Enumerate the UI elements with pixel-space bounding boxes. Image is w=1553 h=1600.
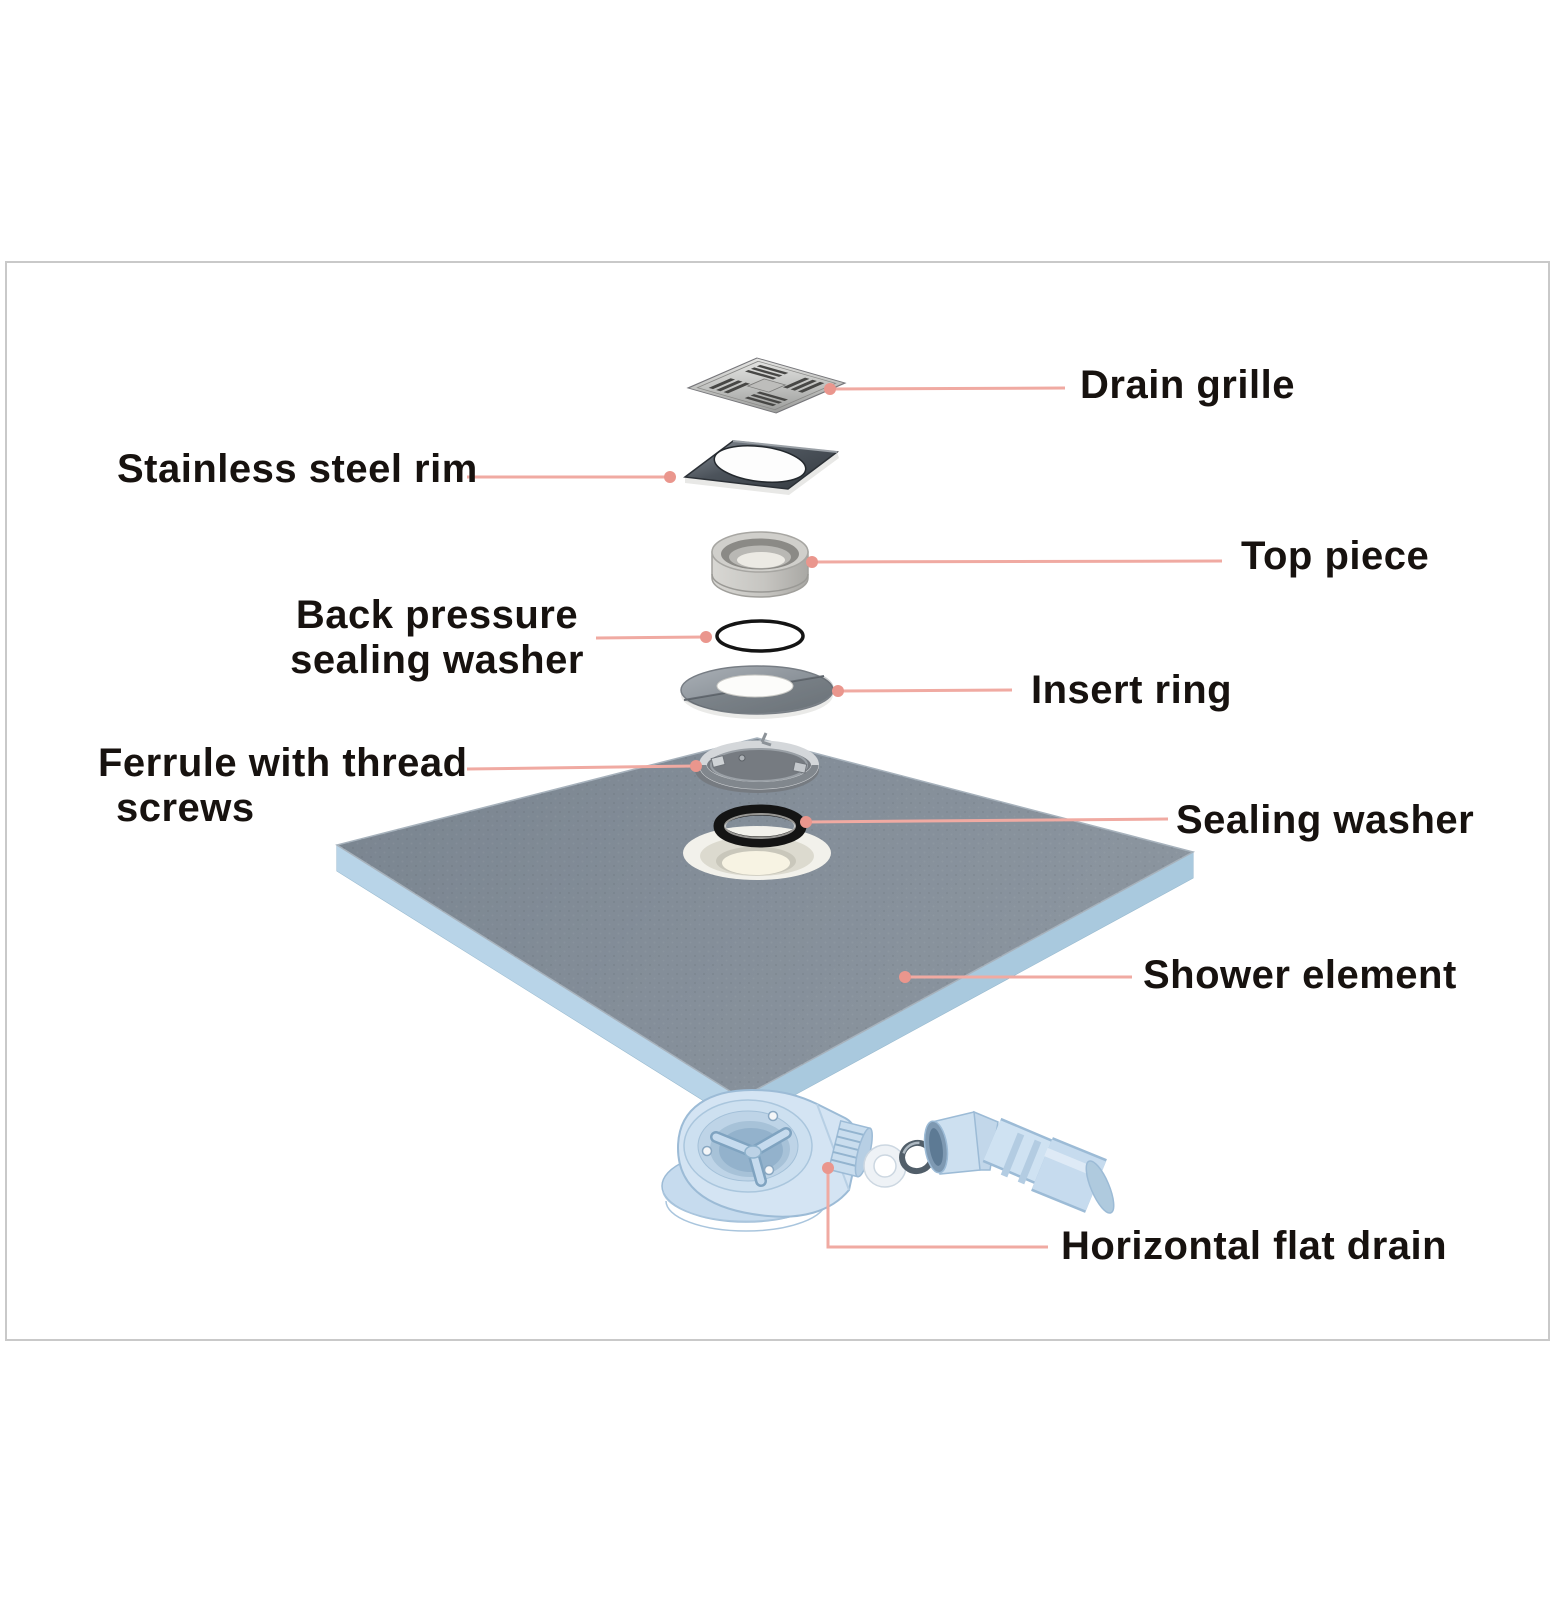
back-pressure-sealing-washer-part xyxy=(715,619,805,653)
leader-top-piece xyxy=(811,559,1223,564)
top-piece-part xyxy=(711,531,809,598)
shower-element-part xyxy=(335,737,1196,1125)
shower-element-label-text: Shower element xyxy=(1143,953,1457,997)
sealing-washer-label-text: Sealing washer xyxy=(1176,798,1475,842)
back-pressure-sealing-washer-label: Back pressure sealing washer xyxy=(287,593,587,683)
drain-grille-label-text: Drain grille xyxy=(1080,363,1295,407)
sealing-washer-part xyxy=(713,804,807,848)
shower-element-label: Shower element xyxy=(1143,953,1457,998)
stainless-steel-rim-part xyxy=(683,440,839,495)
stainless-steel-rim-label: Stainless steel rim xyxy=(117,447,478,492)
horizontal-flat-drain-label: Horizontal flat drain xyxy=(1061,1224,1447,1269)
back-pressure-label-line1: Back pressure xyxy=(295,593,579,637)
horizontal-flat-drain-label-text: Horizontal flat drain xyxy=(1061,1224,1448,1268)
top-piece-label-text: Top piece xyxy=(1241,534,1430,578)
leader-horizontal-flat-drain xyxy=(826,1168,1048,1249)
stainless-steel-rim-label-text: Stainless steel rim xyxy=(117,447,478,491)
sealing-washer-label: Sealing washer xyxy=(1176,798,1474,843)
board-drain-recess xyxy=(683,826,831,880)
leader-insert-ring xyxy=(837,688,1013,693)
insert-ring-label-text: Insert ring xyxy=(1031,668,1233,712)
ferrule-with-thread-screws-label: Ferrule with thread screws xyxy=(98,741,468,831)
leader-lines xyxy=(466,386,1223,1249)
insert-ring-part xyxy=(680,665,834,719)
leader-sealing-washer xyxy=(805,817,1169,824)
drain-grille-part xyxy=(686,357,847,414)
leader-dots xyxy=(664,383,911,1174)
ferrule-label-line2: screws xyxy=(116,786,255,830)
ferrule-with-thread-screws-part xyxy=(695,732,819,793)
insert-ring-label: Insert ring xyxy=(1031,668,1232,713)
leader-back-pressure-washer xyxy=(595,635,707,640)
leader-ferrule xyxy=(466,764,697,771)
ferrule-label-line1: Ferrule with thread xyxy=(98,741,468,785)
drain-grille-label: Drain grille xyxy=(1080,363,1295,408)
top-piece-label: Top piece xyxy=(1241,534,1429,579)
back-pressure-label-line2: sealing washer xyxy=(290,638,584,682)
horizontal-flat-drain-part xyxy=(661,1088,1115,1232)
leader-drain-grille xyxy=(829,386,1066,391)
